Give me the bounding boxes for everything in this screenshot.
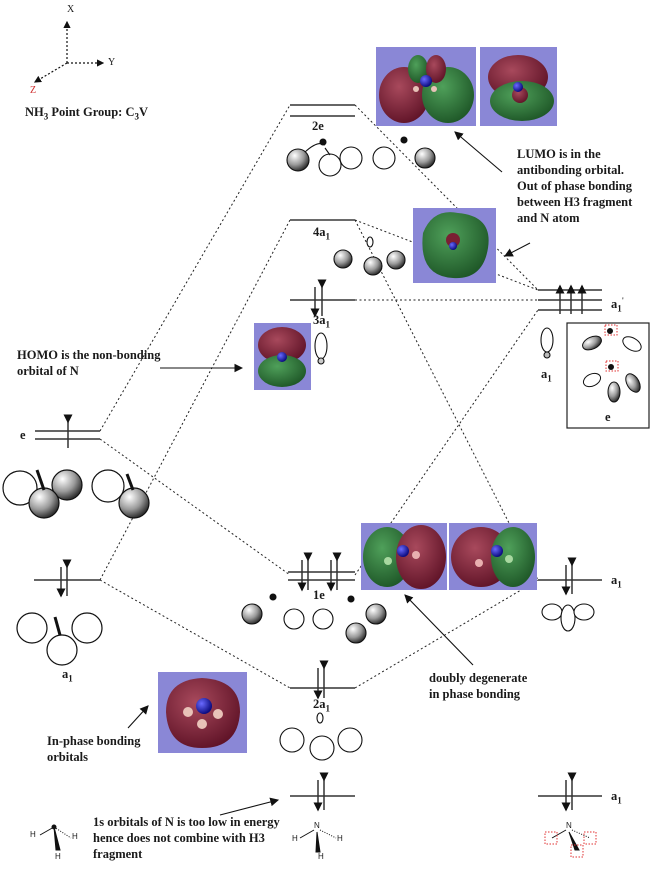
label-n-e-box: e (605, 410, 611, 424)
4a1-arrow (504, 242, 531, 257)
atom-n: N (566, 821, 572, 830)
n-2s-orbital-sketch (541, 603, 595, 632)
atom-h: H (292, 834, 298, 843)
z-axis-label: Z (30, 85, 37, 96)
nh3-4a1-orbital-sketch (333, 236, 406, 276)
label-n-a1-prime: a1' (611, 296, 624, 314)
point-group-title: NH3 Point Group: C3V (25, 105, 149, 122)
y-axis-label: Y (108, 57, 116, 68)
atom-h: H (337, 834, 343, 843)
h3-a1-level (34, 559, 100, 598)
label-1e: 1e (313, 588, 325, 602)
degenerate-arrow (404, 594, 474, 666)
mo-render-4a1 (413, 208, 496, 283)
atom-h: H (55, 852, 61, 861)
nh3-structure (299, 829, 337, 853)
n-2p-level (538, 284, 602, 314)
nh3-3a1-level (290, 279, 355, 318)
axis-triad (33, 20, 105, 83)
mo-render-2e-b (480, 47, 557, 126)
label-n-a1-pz: a1 (541, 367, 552, 384)
core-arrow (219, 797, 280, 816)
atom-h: H (30, 830, 36, 839)
label-n-a1-1s: a1 (611, 789, 622, 806)
mo-render-1e-a (361, 523, 447, 590)
correlation-lines (99, 104, 539, 689)
n-atom-structure (544, 829, 597, 858)
label-4a1: 4a1 (313, 225, 330, 242)
h3-a1-orbital-sketch (16, 612, 103, 666)
nh3-2e-orbital-sketch (286, 136, 436, 177)
label-h3-a1: a1 (62, 667, 73, 684)
n-2pz-sketch-center (314, 332, 328, 365)
label-2e: 2e (312, 119, 324, 133)
nh3-1e-level (288, 552, 355, 592)
n-1s-level (538, 772, 602, 812)
mo-render-2e-a (376, 47, 476, 126)
n-a1-pz-sketch (540, 327, 554, 359)
label-h3-e: e (20, 428, 26, 442)
label-n-a1-2s: a1 (611, 573, 622, 590)
h3-e-orbital-sketch-2 (91, 469, 150, 519)
n-e-orbital-box (566, 322, 650, 429)
atom-h: H (318, 852, 324, 861)
h3-fragment-structure (39, 824, 72, 851)
inphase-arrow (127, 705, 149, 729)
x-axis-label: X (67, 4, 75, 15)
nh3-2a1-orbital-sketch (279, 712, 363, 761)
h3-e-level (35, 414, 100, 448)
nh3-1e-orbital-sketch (241, 593, 387, 644)
z-axis (33, 62, 68, 83)
atom-n: N (314, 821, 320, 830)
mo-render-3a1-homo (254, 323, 311, 390)
annotation-arrows (127, 131, 531, 816)
atom-h: H (72, 832, 78, 841)
lumo-arrow (454, 131, 503, 173)
nh3-2a1-level (290, 660, 355, 700)
label-2a1: 2a1 (313, 697, 330, 714)
label-3a1: 3a1 (313, 313, 330, 330)
mo-render-2a1 (158, 672, 247, 753)
n-2s-level (538, 557, 602, 596)
nh3-1a1-level (290, 772, 355, 812)
nh3-2e-level (290, 104, 355, 117)
mo-render-1e-b (449, 523, 537, 590)
h3-e-orbital-sketch-1 (2, 469, 83, 519)
